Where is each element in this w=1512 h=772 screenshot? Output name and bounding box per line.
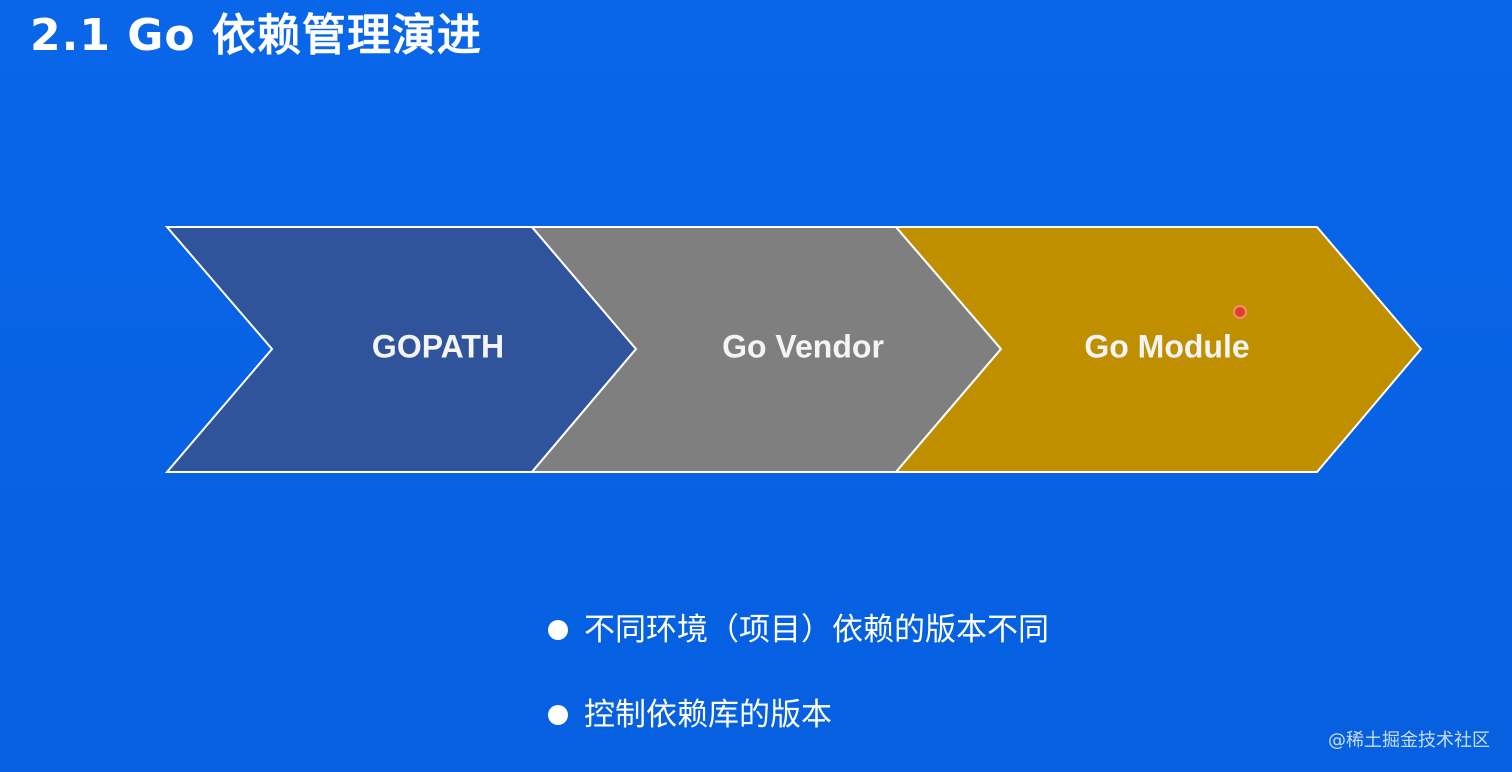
page-title: 2.1 Go 依赖管理演进 <box>30 10 482 61</box>
bullet-dot-icon <box>548 620 568 640</box>
bullet-text: 控制依赖库的版本 <box>584 697 832 733</box>
stage-2-label: Go Vendor <box>722 328 884 364</box>
stage-3-label: Go Module <box>1084 328 1249 364</box>
bullet-dot-icon <box>548 705 568 725</box>
bullet-item: 控制依赖库的版本 <box>548 685 1049 745</box>
bullet-item: 不同环境（项目）依赖的版本不同 <box>548 600 1049 660</box>
watermark-text: @稀土掘金技术社区 <box>1328 730 1490 751</box>
stage-3-chevron <box>893 226 1423 473</box>
bullet-list: 不同环境（项目）依赖的版本不同 控制依赖库的版本 <box>548 600 1049 770</box>
bullet-text: 不同环境（项目）依赖的版本不同 <box>584 612 1049 648</box>
pointer-icon <box>1235 307 1245 317</box>
stage-1-label: GOPATH <box>372 328 504 364</box>
